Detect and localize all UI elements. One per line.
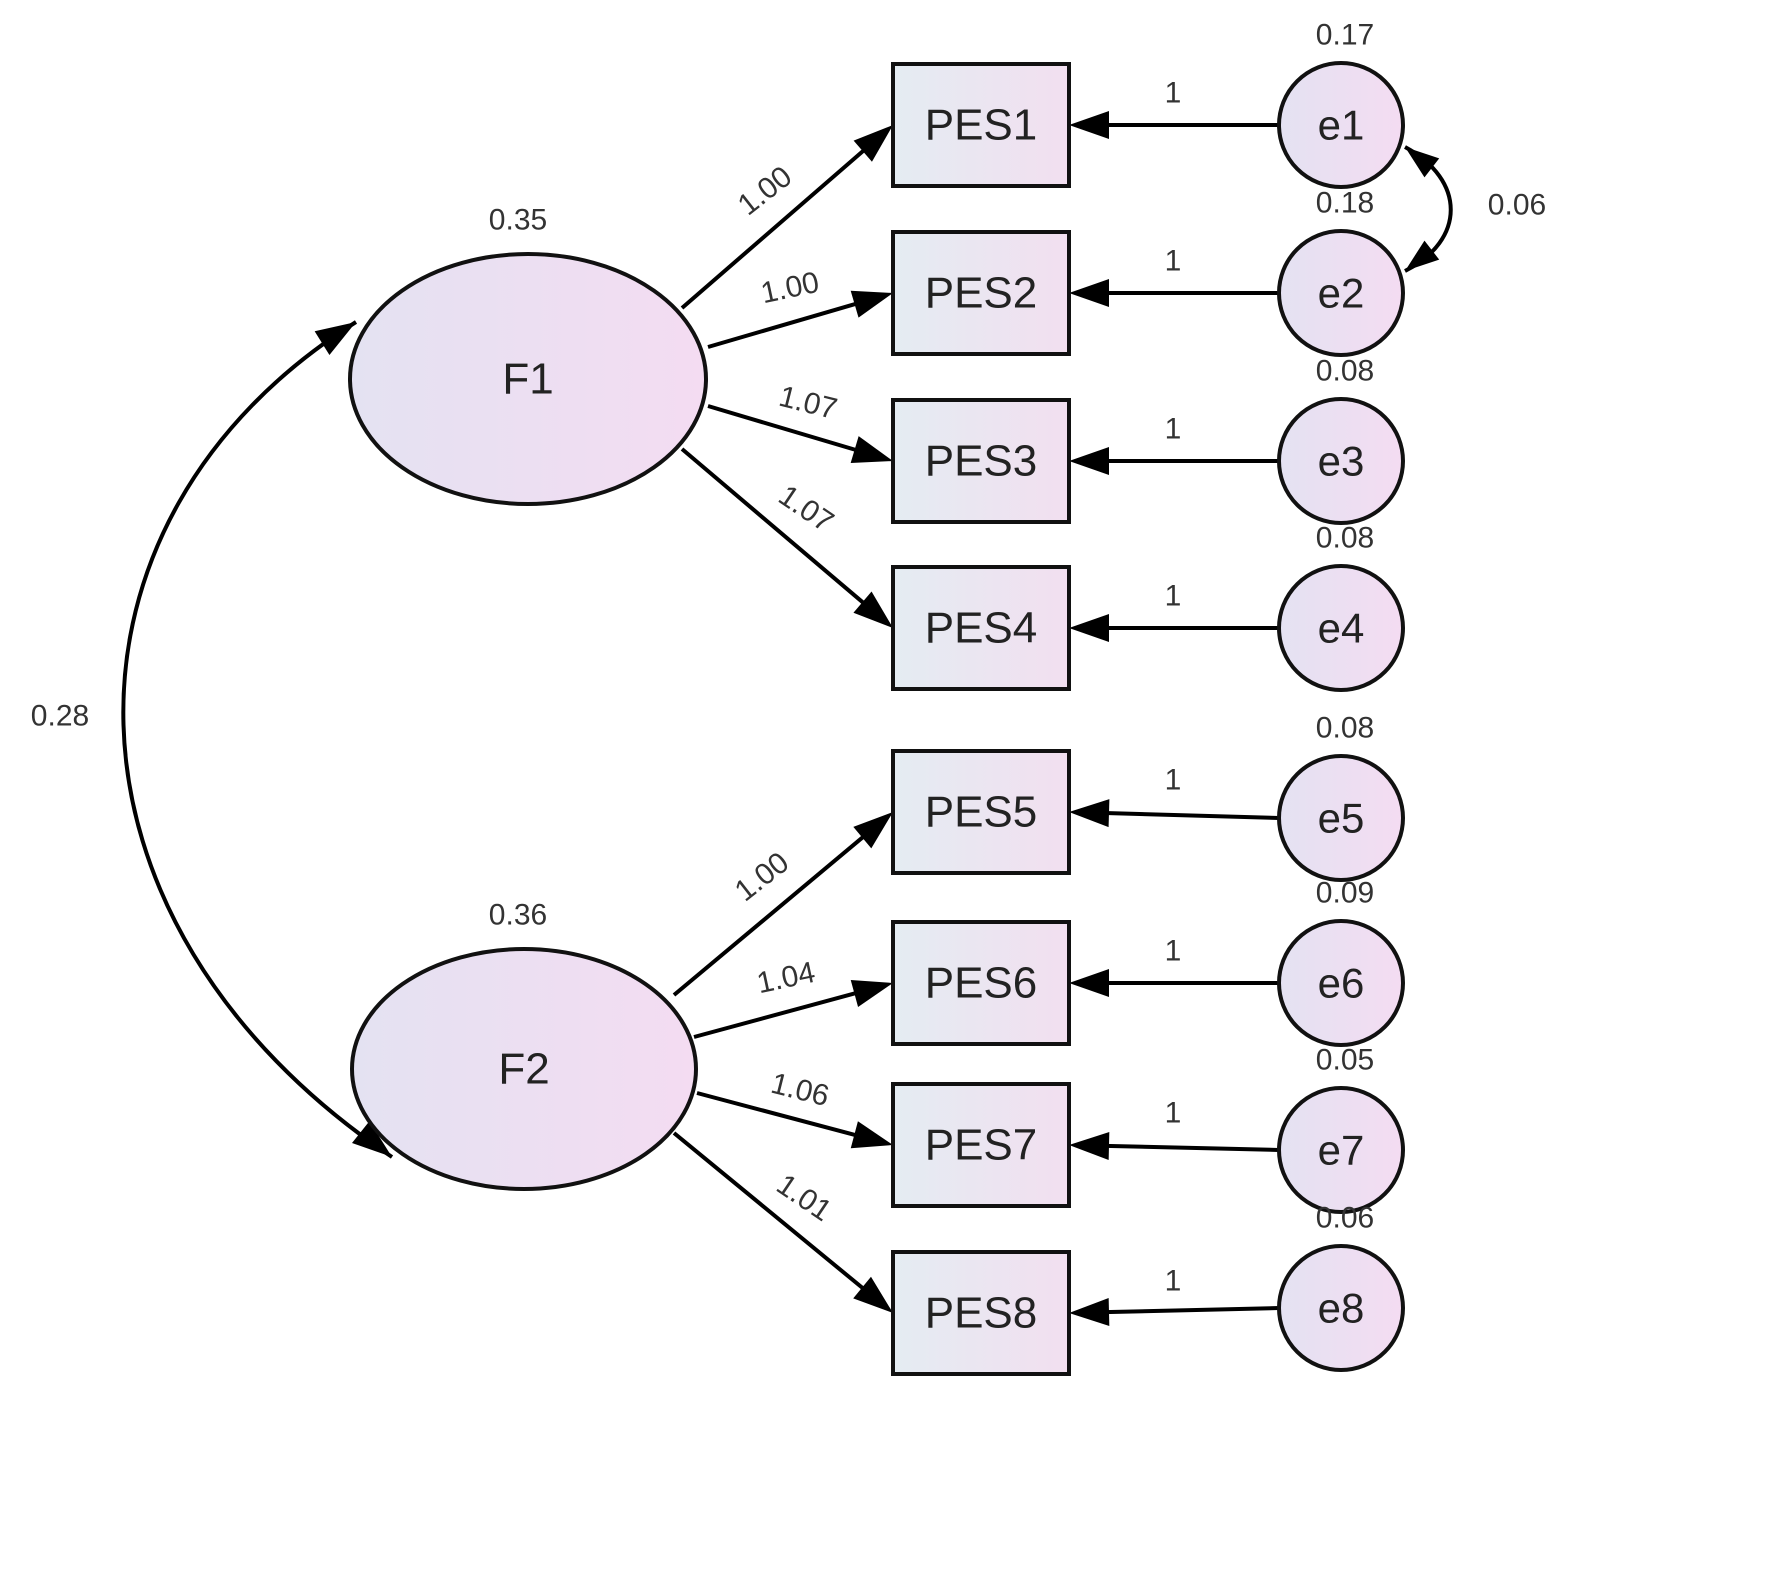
- error-path-coef-e2: 1: [1165, 245, 1182, 278]
- error-arrow-e4-head: [1069, 614, 1109, 642]
- error-covariance-label: 0.06: [1488, 189, 1546, 222]
- error-arrow-e2-head: [1069, 279, 1109, 307]
- loading-arrow-pes1: [680, 147, 868, 310]
- loading-label-pes2: 1.00: [758, 266, 822, 310]
- observed-box-pes1: [891, 62, 1071, 188]
- error-covariance-head-e1: [1405, 147, 1440, 178]
- loading-arrow-pes2-head: [850, 290, 893, 318]
- loading-arrow-pes7-head: [850, 1121, 893, 1149]
- latent-factor-f2: [350, 947, 698, 1191]
- observed-box-pes3: [891, 398, 1071, 524]
- observed-box-pes4: [891, 565, 1071, 691]
- error-path-coef-e7: 1: [1165, 1097, 1182, 1130]
- loading-arrow-pes2: [707, 301, 860, 349]
- error-label-e8: e8: [1318, 1285, 1365, 1332]
- latent-variance-f1: 0.35: [489, 204, 547, 237]
- error-arrow-e8-head: [1069, 1298, 1110, 1327]
- error-variance-e5: 0.08: [1316, 712, 1374, 745]
- nodes-layer: [348, 61, 1405, 1376]
- loading-arrow-pes6: [693, 990, 859, 1039]
- error-arrow-e3-head: [1069, 447, 1109, 475]
- loading-label-pes7: 1.06: [768, 1067, 833, 1113]
- factor-covariance-head-f1: [314, 322, 356, 356]
- loading-arrow-pes5-head: [853, 812, 893, 849]
- loading-arrow-pes1-head: [853, 125, 893, 162]
- loading-arrow-pes5: [672, 833, 867, 997]
- error-label-e3: e3: [1318, 438, 1365, 485]
- error-variance-e2: 0.18: [1316, 187, 1374, 220]
- observed-label-pes1: PES1: [925, 101, 1038, 150]
- loading-arrow-pes4-head: [853, 591, 893, 628]
- loading-label-pes3: 1.07: [776, 380, 841, 426]
- error-path-coef-e6: 1: [1165, 935, 1182, 968]
- loading-label-pes4: 1.07: [773, 479, 840, 539]
- error-label-e5: e5: [1318, 795, 1365, 842]
- observed-label-pes4: PES4: [925, 604, 1038, 653]
- latent-variance-f2: 0.36: [489, 899, 547, 932]
- observed-box-pes7: [891, 1082, 1071, 1208]
- error-path-coef-e1: 1: [1165, 77, 1182, 110]
- error-circle-e6: [1277, 919, 1405, 1047]
- error-arrow-e5: [1104, 811, 1280, 820]
- error-circle-e5: [1277, 754, 1405, 882]
- error-arrow-e6-head: [1069, 969, 1109, 997]
- error-label-e6: e6: [1318, 960, 1365, 1007]
- error-circle-e4: [1277, 564, 1405, 692]
- error-arrow-e1-head: [1069, 111, 1109, 139]
- error-circle-e8: [1277, 1244, 1405, 1372]
- error-arrow-e5-head: [1069, 799, 1110, 828]
- latent-label-f2: F2: [498, 1045, 549, 1094]
- error-variance-e1: 0.17: [1316, 19, 1374, 52]
- error-variance-e7: 0.05: [1316, 1044, 1374, 1077]
- observed-box-pes2: [891, 230, 1071, 356]
- loading-arrow-pes4: [680, 447, 867, 607]
- observed-box-pes5: [891, 749, 1071, 875]
- factor-covariance-label: 0.28: [31, 700, 89, 733]
- error-label-e2: e2: [1318, 270, 1365, 317]
- observed-label-pes3: PES3: [925, 437, 1038, 486]
- loading-arrow-pes7: [696, 1091, 859, 1138]
- observed-label-pes5: PES5: [925, 788, 1038, 837]
- loading-arrow-pes6-head: [850, 979, 893, 1007]
- error-circle-e3: [1277, 397, 1405, 525]
- error-arrow-e7: [1104, 1143, 1280, 1152]
- latent-label-f1: F1: [502, 355, 553, 404]
- factor-covariance-head-f2: [351, 1121, 392, 1157]
- error-arrow-e8: [1104, 1306, 1280, 1315]
- error-variance-e3: 0.08: [1316, 355, 1374, 388]
- error-path-coef-e3: 1: [1165, 413, 1182, 446]
- loading-arrow-pes8: [672, 1131, 867, 1292]
- loading-arrow-pes3: [707, 404, 860, 453]
- error-variance-e4: 0.08: [1316, 522, 1374, 555]
- observed-label-pes2: PES2: [925, 269, 1038, 318]
- error-circle-e1: [1277, 61, 1405, 189]
- observed-label-pes7: PES7: [925, 1121, 1038, 1170]
- error-path-coef-e5: 1: [1165, 764, 1182, 797]
- factor-covariance-path: [121, 320, 394, 1159]
- observed-box-pes8: [891, 1250, 1071, 1376]
- paths-layer: [121, 111, 1453, 1327]
- error-circle-e2: [1277, 229, 1405, 357]
- error-path-coef-e8: 1: [1165, 1265, 1182, 1298]
- loading-arrow-pes8-head: [853, 1276, 893, 1313]
- error-path-coef-e4: 1: [1165, 580, 1182, 613]
- latent-factor-f1: [348, 252, 708, 506]
- error-label-e7: e7: [1318, 1127, 1365, 1174]
- error-arrow-e7-head: [1069, 1131, 1110, 1160]
- error-variance-e8: 0.06: [1316, 1202, 1374, 1235]
- observed-box-pes6: [891, 920, 1071, 1046]
- loading-label-pes1: 1.00: [732, 160, 798, 222]
- observed-label-pes8: PES8: [925, 1289, 1038, 1338]
- error-variance-e6: 0.09: [1316, 877, 1374, 910]
- observed-label-pes6: PES6: [925, 959, 1038, 1008]
- error-label-e4: e4: [1318, 605, 1365, 652]
- error-covariance-head-e2: [1405, 240, 1440, 271]
- loading-arrow-pes3-head: [850, 436, 893, 464]
- error-circle-e7: [1277, 1086, 1405, 1214]
- error-label-e1: e1: [1318, 102, 1365, 149]
- loading-label-pes6: 1.04: [754, 956, 818, 1000]
- loading-label-pes5: 1.00: [729, 846, 795, 908]
